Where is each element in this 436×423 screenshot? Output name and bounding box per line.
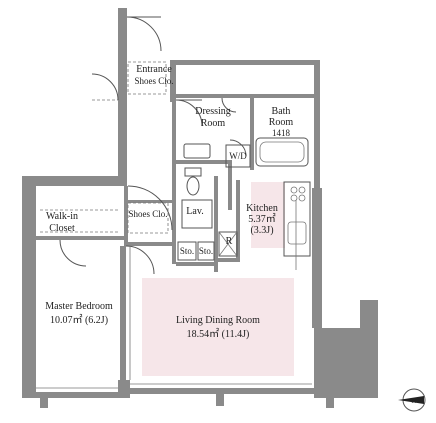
lavatory-label: Lav. — [186, 206, 203, 217]
walls — [22, 8, 378, 408]
kitchen-label: Kitchen — [246, 203, 278, 214]
living-dining-area-label: 18.54㎡ (11.4J) — [187, 328, 250, 340]
kitchen-area-label: 5.37㎡ — [248, 213, 276, 225]
shoes-closet-entrance-label: Shoes Clo. — [134, 76, 173, 86]
living-dining-label: Living Dining Room — [176, 315, 260, 326]
bath-room-label-2: Room — [269, 117, 294, 128]
kitchen-floor-tint — [251, 182, 285, 248]
dressing-room-label-1: Dressing — [195, 106, 231, 117]
storage-label-1: Sto. — [180, 246, 194, 256]
walk-in-closet-label-2: Closet — [49, 223, 75, 234]
bath-size-label: 1418 — [272, 128, 291, 138]
living-floor-tint — [142, 278, 294, 376]
compass-arrow-icon — [398, 396, 424, 404]
storage-label-2: Sto. — [199, 246, 213, 256]
walk-in-closet-label-1: Walk-in — [46, 211, 78, 222]
dressing-room-label-2: Room — [201, 118, 226, 129]
compass-north-label: N — [411, 397, 416, 405]
north-compass: N — [398, 388, 426, 412]
washer-dryer-label: W/D — [229, 151, 247, 161]
master-bedroom-label: Master Bedroom — [45, 301, 113, 312]
bath-room-label-1: Bath — [272, 106, 291, 117]
fixtures — [36, 61, 312, 389]
room-labels: Entrance Shoes Clo. Dressing Room Bath R… — [45, 64, 293, 340]
doors — [59, 16, 247, 275]
refrigerator-label: R — [226, 236, 233, 247]
kitchen-jo-label: (3.3J) — [250, 225, 273, 236]
entrance-label: Entrance — [136, 64, 172, 75]
shoes-closet-hall-label: Shoes Clo. — [128, 209, 167, 219]
master-bedroom-area-label: 10.07㎡ (6.2J) — [50, 314, 108, 326]
